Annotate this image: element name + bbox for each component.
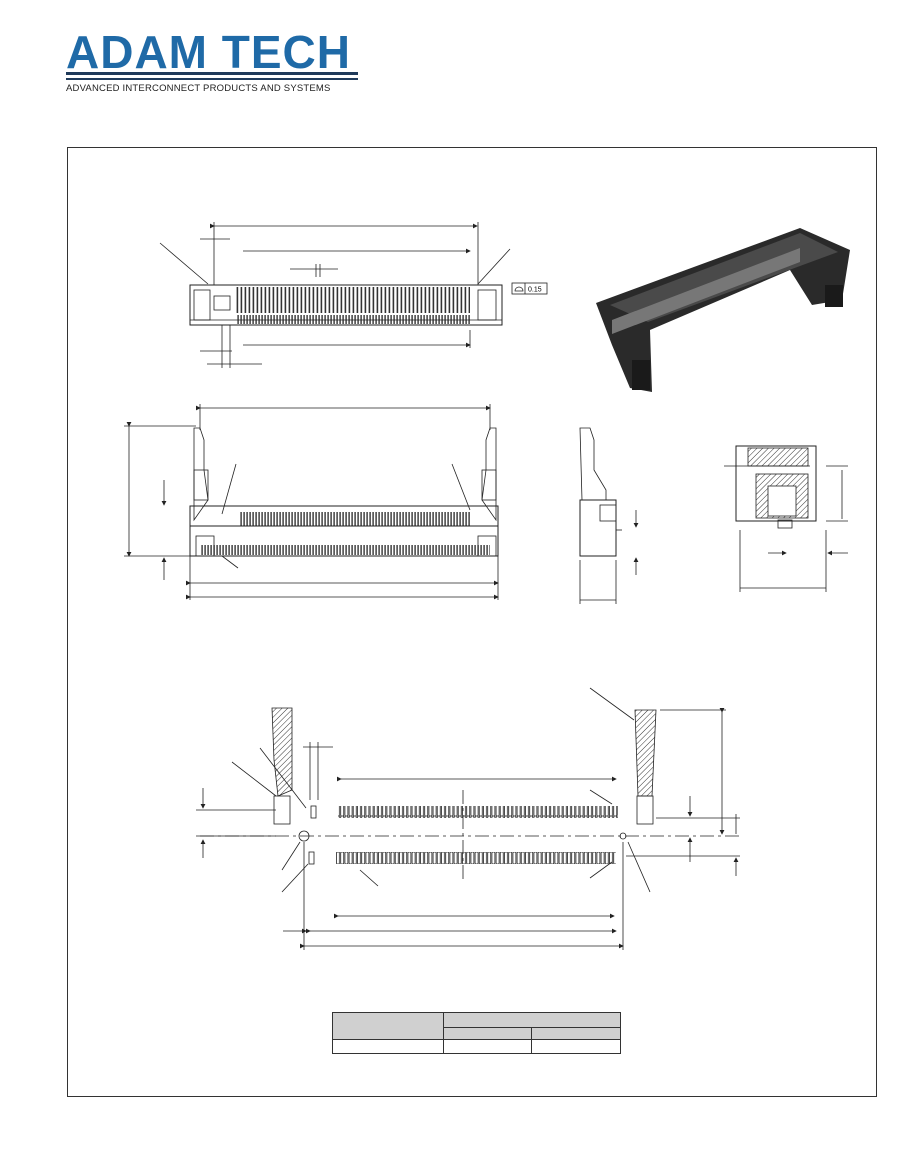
logo-brand-text: ADAM TECH xyxy=(66,26,351,78)
table-header-left xyxy=(332,1012,444,1040)
table-row xyxy=(332,1039,621,1054)
logo-rule-bottom xyxy=(66,78,358,80)
company-logo: ADAM TECH ADVANCED INTERCONNECT PRODUCTS… xyxy=(66,28,362,98)
table-subheader xyxy=(531,1027,621,1040)
pcb-layout-view xyxy=(196,687,740,950)
table-subheader xyxy=(443,1027,532,1040)
table-cell xyxy=(443,1039,532,1054)
section-view xyxy=(724,445,848,592)
table-header-group xyxy=(443,1012,621,1028)
top-view xyxy=(159,222,548,368)
table-cell xyxy=(531,1039,621,1054)
front-view xyxy=(124,404,499,600)
drawing-frame xyxy=(67,147,877,1097)
side-view xyxy=(579,427,639,604)
logo-tagline: ADVANCED INTERCONNECT PRODUCTS AND SYSTE… xyxy=(66,83,331,94)
connector-photo xyxy=(596,228,850,392)
logo-rule-top xyxy=(66,72,358,75)
table-cell xyxy=(332,1039,444,1054)
gdt-tolerance-value: 0.15 xyxy=(528,287,542,294)
spec-table xyxy=(332,1012,621,1054)
